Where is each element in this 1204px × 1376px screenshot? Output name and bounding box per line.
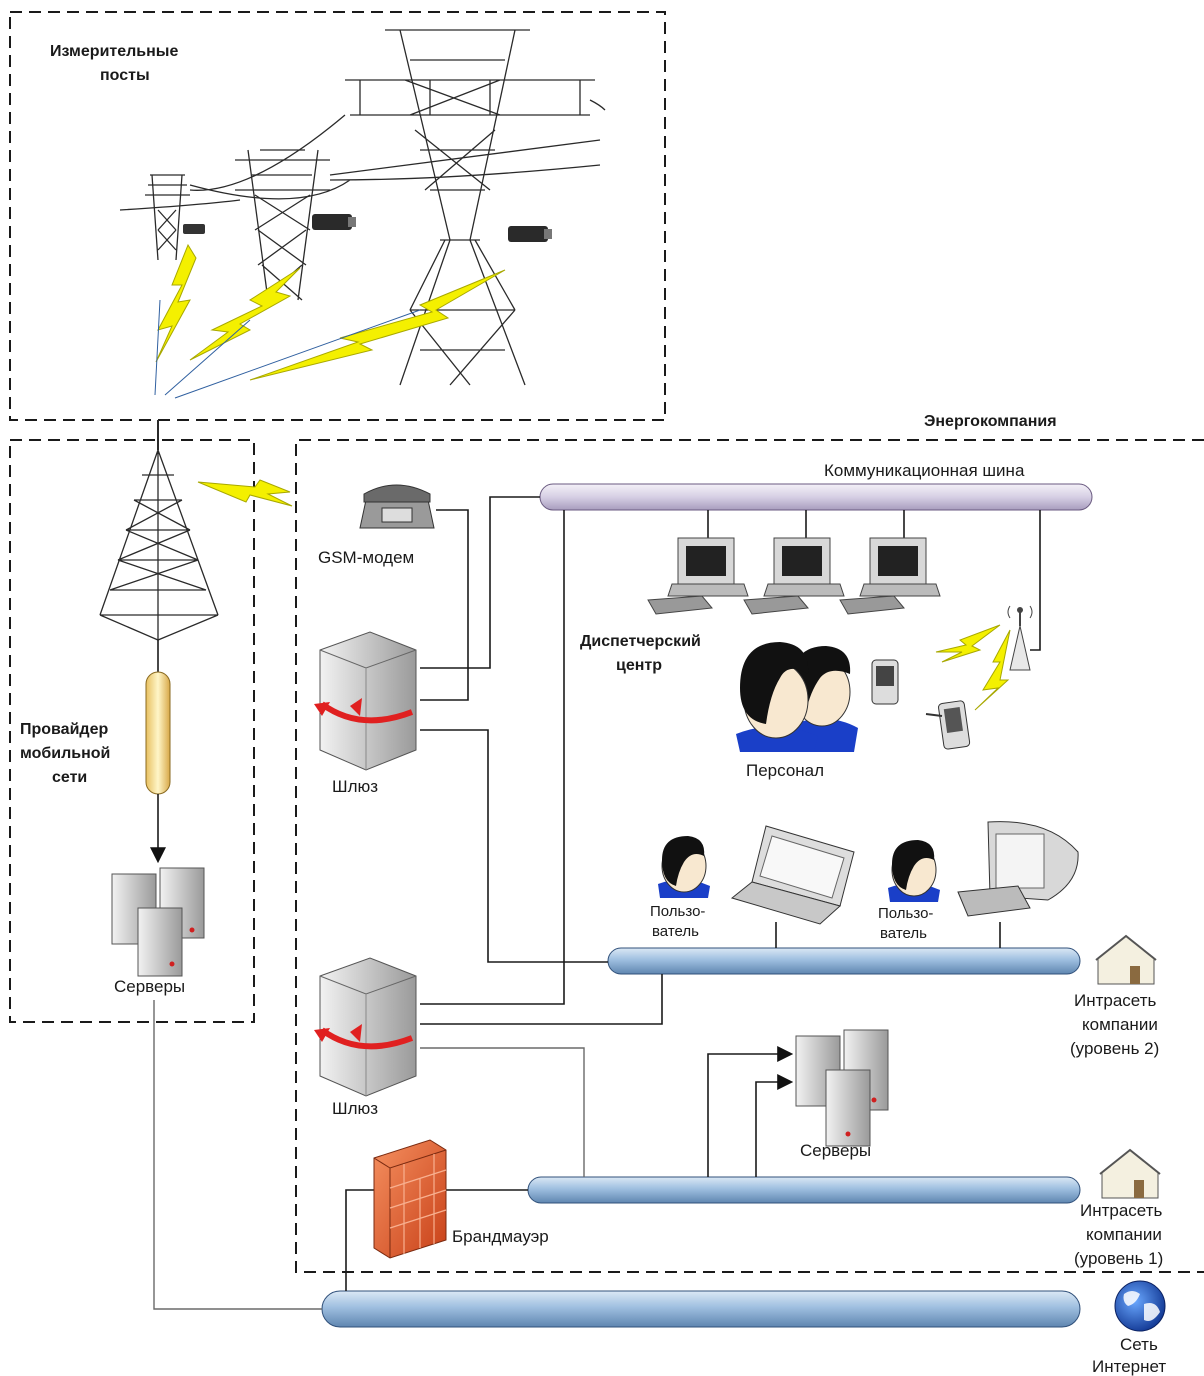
intranet-1-label: компании bbox=[1086, 1225, 1162, 1244]
measuring-posts-label: Измерительные bbox=[50, 43, 178, 60]
wires bbox=[153, 496, 1041, 1310]
firewall-label: Брандмауэр bbox=[452, 1227, 549, 1246]
power-tower-icon bbox=[119, 29, 606, 386]
desktop-icon bbox=[743, 537, 845, 615]
server-icon bbox=[111, 867, 205, 977]
intranet-2-bus bbox=[607, 947, 1081, 975]
company-servers-label: Серверы bbox=[800, 1141, 871, 1160]
energy-company-region bbox=[295, 439, 1204, 1273]
intranet-2-label: (уровень 2) bbox=[1070, 1039, 1159, 1058]
user-label: Пользо- bbox=[650, 903, 705, 920]
measuring-posts-label: посты bbox=[100, 67, 150, 84]
wireless-links bbox=[154, 299, 421, 399]
internet-bus bbox=[321, 1290, 1081, 1328]
gsm-modem-label: GSM-модем bbox=[318, 548, 414, 567]
provider-label: мобильной bbox=[20, 745, 110, 762]
user-label: Пользо- bbox=[878, 905, 933, 922]
internet-label: Интернет bbox=[1092, 1357, 1166, 1376]
gateway-label: Шлюз bbox=[332, 777, 378, 796]
person-icon bbox=[658, 836, 710, 898]
person-icon bbox=[888, 840, 940, 902]
comm-bus bbox=[539, 483, 1093, 511]
internet-label: Сеть bbox=[1120, 1335, 1158, 1354]
house-icon bbox=[1095, 934, 1157, 985]
gateway-label: Шлюз bbox=[332, 1099, 378, 1118]
person-icon bbox=[736, 642, 858, 752]
gateway-icon bbox=[314, 957, 417, 1097]
provider-servers-label: Серверы bbox=[114, 977, 185, 996]
lightning-icon bbox=[155, 243, 1011, 711]
pda-icon bbox=[925, 700, 971, 750]
server-icon bbox=[795, 1029, 889, 1147]
comm-bus-label: Коммуникационная шина bbox=[824, 461, 1025, 480]
firewall-icon bbox=[373, 1139, 447, 1259]
personnel-label: Персонал bbox=[746, 761, 824, 780]
desktop-icon bbox=[957, 821, 1079, 917]
measuring-posts-region bbox=[9, 11, 666, 421]
provider-label: Провайдер bbox=[20, 721, 108, 738]
dispatch-label: Диспетчерский bbox=[580, 633, 701, 650]
intranet-1-bus bbox=[527, 1176, 1081, 1204]
connector-tube bbox=[145, 640, 171, 864]
antenna-icon bbox=[1007, 605, 1033, 671]
intranet-1-label: (уровень 1) bbox=[1074, 1249, 1163, 1268]
laptop-icon bbox=[730, 825, 855, 925]
provider-region bbox=[9, 439, 255, 1023]
power-tower-icon bbox=[145, 174, 190, 261]
labels: Измерительные посты Энергокомпания Комму… bbox=[20, 43, 1166, 1376]
energy-company-label: Энергокомпания bbox=[924, 413, 1057, 430]
user-label: ватель bbox=[880, 925, 927, 942]
intranet-2-label: компании bbox=[1082, 1015, 1158, 1034]
pda-icon bbox=[871, 659, 899, 705]
phone-icon bbox=[359, 484, 435, 529]
desktop-icon bbox=[647, 537, 749, 615]
globe-icon bbox=[1114, 1280, 1166, 1332]
intranet-2-label: Интрасеть bbox=[1074, 991, 1156, 1010]
dispatch-label: центр bbox=[616, 657, 662, 674]
user-label: ватель bbox=[652, 923, 699, 940]
camera-icon bbox=[183, 214, 552, 242]
house-icon bbox=[1099, 1148, 1161, 1199]
provider-label: сети bbox=[52, 769, 87, 786]
gateway-icon bbox=[314, 631, 417, 771]
cell-tower-icon bbox=[99, 420, 219, 641]
desktop-icon bbox=[839, 537, 941, 615]
intranet-1-label: Интрасеть bbox=[1080, 1201, 1162, 1220]
